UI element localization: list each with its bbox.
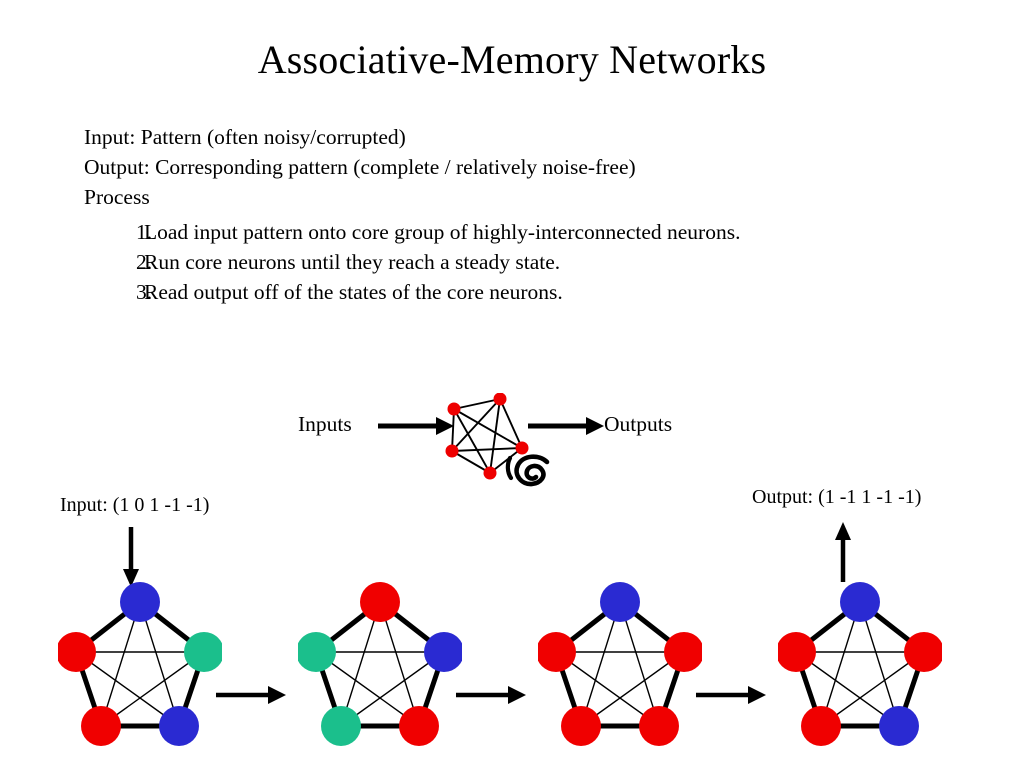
input-down-arrow-icon: [118, 527, 144, 592]
neuron-node: [664, 632, 704, 672]
neuron-node: [56, 632, 96, 672]
neuron-node: [536, 632, 576, 672]
neuron-node: [776, 632, 816, 672]
step-number: 2.: [136, 250, 153, 274]
network-state-2: [296, 580, 464, 753]
step-text: Read output off of the states of the cor…: [144, 280, 563, 304]
core-node: [515, 441, 529, 455]
output-pattern-label: Output: (1 -1 1 -1 -1): [752, 486, 922, 508]
line-process-heading: Process: [84, 185, 150, 209]
network-state-1: [56, 580, 224, 753]
neuron-node: [399, 706, 439, 746]
outputs-label: Outputs: [604, 412, 673, 436]
body-text-block: Input: Pattern (often noisy/corrupted) O…: [84, 122, 964, 308]
transition-arrow-3-icon: [696, 682, 766, 713]
input-pattern-label: Input: (1 0 1 -1 -1): [60, 494, 210, 516]
neuron-node: [561, 706, 601, 746]
core-node: [445, 444, 459, 458]
core-node: [483, 466, 497, 480]
network-state-4: [776, 580, 944, 753]
neuron-node: [360, 582, 400, 622]
network-state-3: [536, 580, 704, 753]
inputs-label: Inputs: [298, 412, 352, 436]
outputs-arrow-icon: [528, 412, 604, 445]
list-item: 3. Read output off of the states of the …: [84, 278, 964, 306]
neuron-node: [600, 582, 640, 622]
neuron-node: [184, 632, 224, 672]
step-number: 1.: [136, 220, 153, 244]
step-text: Run core neurons until they reach a stea…: [144, 250, 561, 274]
transition-arrow-2-icon: [456, 682, 526, 713]
transition-arrow-1-icon: [216, 682, 286, 713]
list-item: 1. Load input pattern onto core group of…: [84, 218, 964, 246]
core-node: [493, 392, 507, 406]
step-number: 3.: [136, 280, 153, 304]
output-up-arrow-icon: [830, 520, 856, 587]
neuron-node: [904, 632, 944, 672]
neuron-node: [159, 706, 199, 746]
neuron-node: [879, 706, 919, 746]
inputs-arrow-icon: [378, 412, 454, 445]
list-item: 2. Run core neurons until they reach a s…: [84, 248, 964, 276]
line-input-description: Input: Pattern (often noisy/corrupted): [84, 125, 406, 149]
neuron-node: [840, 582, 880, 622]
page-title: Associative-Memory Networks: [257, 37, 767, 82]
neuron-node: [120, 582, 160, 622]
neuron-node: [639, 706, 679, 746]
line-output-description: Output: Corresponding pattern (complete …: [84, 155, 636, 179]
core-network-cluster-icon: [442, 392, 538, 494]
spiral-doodle-icon: [505, 452, 561, 499]
neuron-node: [321, 706, 361, 746]
neuron-node: [424, 632, 464, 672]
core-node: [447, 402, 461, 416]
neuron-node: [81, 706, 121, 746]
neuron-node: [296, 632, 336, 672]
neuron-node: [801, 706, 841, 746]
process-step-list: 1. Load input pattern onto core group of…: [84, 218, 964, 306]
step-text: Load input pattern onto core group of hi…: [144, 220, 741, 244]
